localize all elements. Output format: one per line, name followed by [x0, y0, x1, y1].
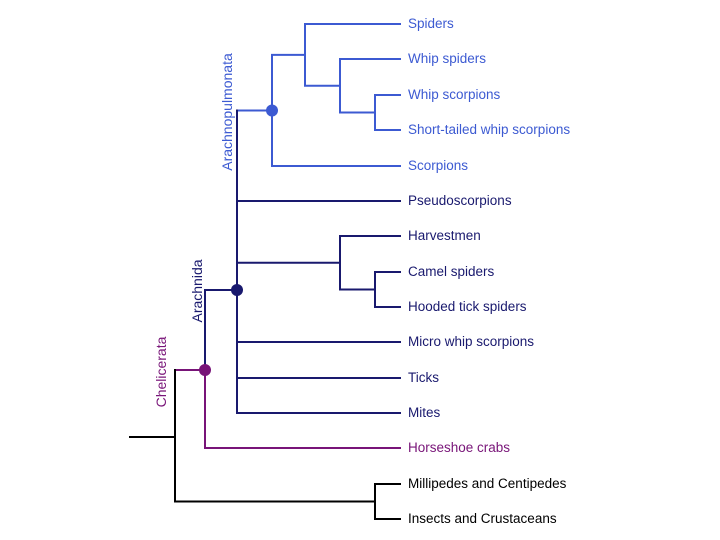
taxon-label-insects-and-crustaceans: Insects and Crustaceans — [408, 511, 557, 526]
taxon-label-camel-spiders: Camel spiders — [408, 264, 495, 279]
outgroup-branches — [129, 369, 401, 520]
clade-label-chelicerata: Chelicerata — [153, 336, 169, 408]
arachnida-branches — [204, 109, 401, 414]
taxon-label-micro-whip-scorpions: Micro whip scorpions — [408, 334, 535, 349]
arachnida-node — [231, 284, 243, 296]
arachnopulmonata-node — [266, 104, 278, 117]
taxon-label-harvestmen: Harvestmen — [408, 228, 481, 243]
taxon-label-whip-spiders: Whip spiders — [408, 51, 487, 66]
taxon-label-millipedes-and-centipedes: Millipedes and Centipedes — [408, 476, 567, 491]
chelicerata-branches — [174, 369, 401, 449]
taxon-label-ticks: Ticks — [408, 370, 439, 385]
taxon-label-hooded-tick-spiders: Hooded tick spiders — [408, 299, 527, 314]
taxon-label-short-tailed-whip-scorpions: Short-tailed whip scorpions — [408, 122, 571, 137]
clade-label-arachnopulmonata: Arachnopulmonata — [219, 53, 235, 171]
chelicerata-node — [199, 364, 211, 376]
taxon-label-mites: Mites — [408, 405, 441, 420]
taxon-label-pseudoscorpions: Pseudoscorpions — [408, 193, 512, 208]
taxon-label-whip-scorpions: Whip scorpions — [408, 87, 501, 102]
taxon-label-scorpions: Scorpions — [408, 158, 469, 173]
taxon-label-horseshoe-crabs: Horseshoe crabs — [408, 440, 511, 455]
clade-label-arachnida: Arachnida — [189, 259, 205, 323]
taxon-label-spiders: Spiders — [408, 16, 454, 31]
arachnopulmonata-branches — [236, 23, 401, 167]
